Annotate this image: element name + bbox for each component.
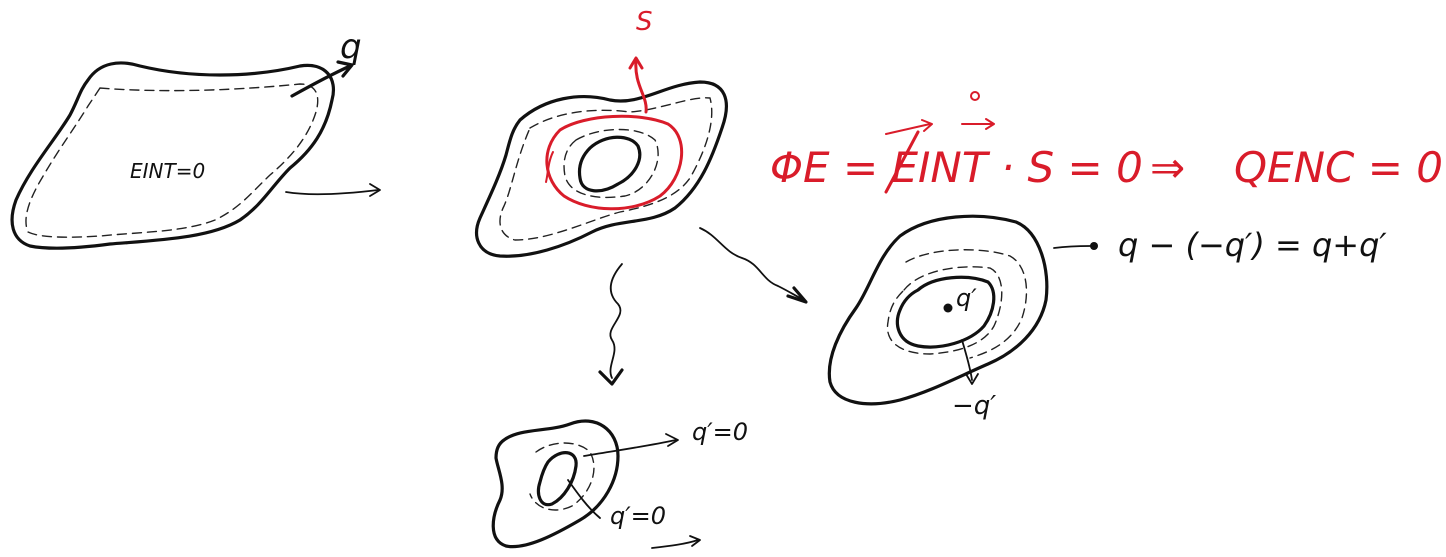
conductor-4-cavity [536, 451, 578, 507]
conductor-3: q′ −q′ q − (−q′) = q+q′ [827, 214, 1387, 421]
outer-charge-pointer [1053, 245, 1091, 249]
conductor-1-surface-layer [25, 83, 319, 238]
conductor-4-pointer-top-head [665, 433, 679, 447]
induced-charge-pointer-head [965, 373, 979, 385]
conductor-4: q′=0 q′=0 [491, 418, 748, 549]
conductor-1-outline [10, 61, 335, 250]
squiggle-arrow-right-head [786, 286, 808, 304]
induced-charge-pointer [961, 339, 973, 381]
area-vector-s [634, 58, 648, 114]
conductor-2-cavity [577, 135, 642, 193]
charge-q-arrowhead [336, 60, 354, 78]
s-vector-arrow-head [985, 118, 995, 130]
squiggle-arrow-down-head [598, 368, 624, 386]
arrow-to-conductor-2 [285, 189, 379, 196]
e-vector-arrow [885, 123, 931, 135]
conductor-4-small-arrow-head [689, 535, 701, 547]
outer-charge-equation: q − (−q′) = q+q′ [1118, 226, 1387, 264]
q-prime-zero-top-label: q′=0 [692, 418, 748, 446]
conductor-3-outline [827, 214, 1049, 406]
qenc-equation: QENC = 0 [1234, 143, 1443, 192]
conductor-2-outline [475, 80, 728, 258]
implies-symbol: ⇒ [1150, 143, 1185, 192]
outer-charge-dot [1090, 242, 1098, 250]
conductor-3-outer-layer [905, 249, 1028, 359]
e-vector-arrow-head [921, 119, 933, 132]
conductor-2: S [475, 7, 808, 386]
gaussian-surface-tail [545, 151, 554, 183]
flux-equation-text: ΦE = EINT · S = 0 [770, 143, 1143, 192]
conductor-4-outline [491, 419, 620, 549]
conductor-1: EINT=0 q [10, 27, 381, 250]
q-prime-zero-bottom-label: q′=0 [610, 502, 666, 530]
charge-q-arrow [290, 64, 352, 98]
squiggle-arrow-down [609, 263, 623, 379]
conductor-3-inner-layer [886, 266, 1003, 355]
conductor-4-pointer-top [583, 439, 677, 457]
vector-dot-mark [970, 91, 980, 101]
flux-equation: ΦE = EINT · S = 0 ⇒ QENC = 0 [770, 91, 1443, 194]
squiggle-arrow-right [699, 227, 805, 301]
e-int-cancel-slash [884, 130, 920, 194]
conductor-2-inner-layer [563, 128, 659, 199]
minus-q-prime-label: −q′ [952, 391, 996, 421]
e-int-zero-label: EINT=0 [130, 159, 205, 183]
conductor-4-layer [529, 442, 595, 511]
conductor-4-pointer-bottom [567, 479, 601, 519]
gaussian-surface-label: S [636, 7, 653, 37]
conductor-4-small-arrow [651, 539, 699, 549]
charge-q-label: q [340, 27, 362, 67]
gaussian-surface-s [545, 114, 684, 211]
area-vector-s-head [628, 56, 644, 70]
point-charge-q-prime [943, 303, 953, 313]
arrow-to-conductor-2-head [369, 183, 381, 197]
conductor-3-cavity [895, 275, 996, 349]
q-prime-label: q′ [956, 284, 977, 312]
